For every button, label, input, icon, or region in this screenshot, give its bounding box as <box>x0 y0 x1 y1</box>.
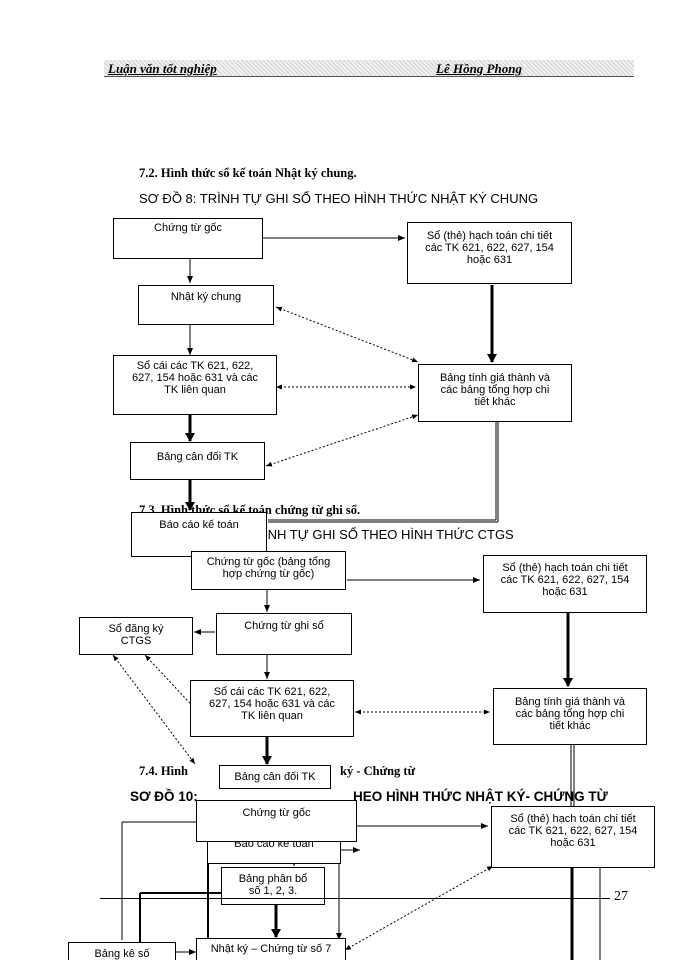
d9-so-cai-line1: Sổ cái các TK 621, 622, <box>213 686 331 698</box>
d9-bang-can-doi-label: Bảng cân đối TK <box>234 771 316 783</box>
d8-so-chi-tiet-line1: Sổ (thẻ) hạch toán chi tiết <box>426 230 553 242</box>
d10-bang-ke-label: Bảng kê số <box>94 948 150 960</box>
header-thesis-label: Luận văn tốt nghiệp <box>108 61 217 76</box>
d10-bang-phan-bo-line1: Bảng phân bổ <box>238 873 308 885</box>
diagram9-connectors <box>112 577 575 810</box>
d9-bang-tinh-line3: tiết khác <box>549 720 591 732</box>
d9-so-chi-tiet-line2: các TK 621, 622, 627, 154 <box>500 574 630 586</box>
d8-bang-tinh-line3: tiết khác <box>474 396 516 408</box>
d8-so-cai-line1: Sổ cái các TK 621, 622, <box>136 360 254 372</box>
footer-rule <box>100 898 610 899</box>
d9-bang-tinh-gia-thanh-box: Bảng tính giá thành và các bảng tổng hợp… <box>493 688 647 745</box>
d8-so-chi-tiet-box: Sổ (thẻ) hạch toán chi tiết các TK 621, … <box>407 222 572 284</box>
d8-bang-can-doi-box: Bảng cân đối TK <box>130 442 265 480</box>
d10-chung-tu-goc-label: Chứng từ gốc <box>242 807 311 819</box>
d10-bang-phan-bo-line2: số 1, 2, 3. <box>248 885 298 897</box>
d9-so-chi-tiet-line3: hoặc 631 <box>542 586 588 598</box>
d10-nhat-ky-ct7-box: Nhật ký – Chứng từ số 7 <box>196 938 346 960</box>
d8-nhat-ky-chung-label: Nhật ký chung <box>170 291 242 303</box>
d9-chung-tu-goc-line1: Chứng từ gốc (bảng tổng <box>206 556 331 568</box>
diagram10-connectors <box>121 821 601 960</box>
section-7-4-title-start: 7.4. Hình <box>139 764 188 778</box>
d10-so-chi-tiet-line2: các TK 621, 622, 627, 154 <box>508 825 638 837</box>
d9-chung-tu-ghi-so-box: Chứng từ ghi sổ <box>216 613 352 655</box>
d9-bang-tinh-line1: Bảng tính giá thành và <box>514 696 626 708</box>
d8-bao-cao-label: Báo cáo kế toán <box>159 519 239 531</box>
d8-chung-tu-goc-label: Chứng từ gốc <box>154 222 222 234</box>
diagram-8-title: SƠ ĐỒ 8: TRÌNH TỰ GHI SỔ THEO HÌNH THỨC … <box>139 191 539 206</box>
d10-so-chi-tiet-box: Sổ (thẻ) hạch toán chi tiết các TK 621, … <box>491 806 655 868</box>
d9-chung-tu-ghi-so-label: Chứng từ ghi sổ <box>244 620 324 632</box>
d9-so-chi-tiet-line1: Sổ (thẻ) hạch toán chi tiết <box>502 562 628 574</box>
d9-so-dang-ky-box: Sổ đăng ký CTGS <box>79 617 193 655</box>
d9-so-chi-tiet-box: Sổ (thẻ) hạch toán chi tiết các TK 621, … <box>483 555 647 613</box>
d8-chung-tu-goc-box: Chứng từ gốc <box>113 218 263 259</box>
d9-so-cai-box: Sổ cái các TK 621, 622, 627, 154 hoặc 63… <box>190 680 354 737</box>
page-number: 27 <box>614 889 628 904</box>
d8-bao-cao-box: Báo cáo kế toán <box>131 512 267 557</box>
d10-nhat-ky-ct7-label: Nhật ký – Chứng từ số 7 <box>210 943 332 955</box>
d8-so-cai-line2: 627, 154 hoặc 631 và các <box>132 372 258 384</box>
section-7-4-title-end: ký - Chứng từ <box>340 764 416 778</box>
d9-so-cai-line2: 627, 154 hoặc 631 và các <box>209 698 335 710</box>
section-7-2-title: 7.2. Hình thức sổ kế toán Nhật ký chung. <box>139 166 357 180</box>
d8-bang-can-doi-label: Bảng cân đối TK <box>156 451 239 463</box>
d8-nhat-ky-chung-box: Nhật ký chung <box>138 285 274 325</box>
d10-bang-ke-box: Bảng kê số <box>68 942 176 960</box>
diagram-9-title-partial: ÌNH TỰ GHI SỔ THEO HÌNH THỨC CTGS <box>264 527 514 542</box>
d9-so-dang-ky-line1: Sổ đăng ký <box>108 623 164 635</box>
d9-chung-tu-goc-line2: hợp chứng từ gốc) <box>222 568 315 580</box>
header-bar <box>104 60 634 77</box>
diagram-10-title-end: HEO HÌNH THỨC NHẬT KÝ- CHỨNG TỪ <box>353 789 608 804</box>
d8-bang-tinh-gia-thanh-box: Bảng tính giá thành và các bảng tổng hợp… <box>418 364 572 422</box>
d9-so-dang-ky-line2: CTGS <box>120 635 152 647</box>
diagram8-connectors <box>185 235 499 523</box>
d10-bang-phan-bo-box: Bảng phân bổ số 1, 2, 3. <box>221 867 325 905</box>
d9-so-cai-line3: TK liên quan <box>241 710 303 722</box>
d8-so-cai-line3: TK liên quan <box>164 384 226 396</box>
d8-so-chi-tiet-line2: các TK 621, 622, 627, 154 <box>425 242 554 254</box>
d9-bang-tinh-line2: các bảng tổng hợp chi <box>515 708 625 720</box>
d8-bang-tinh-line2: các bảng tổng hợp chi <box>440 384 550 396</box>
d9-chung-tu-goc-box: Chứng từ gốc (bảng tổng hợp chứng từ gốc… <box>191 551 346 590</box>
header-author-name: Lê Hồng Phong <box>436 61 522 76</box>
d10-so-chi-tiet-line1: Sổ (thẻ) hạch toán chi tiết <box>510 813 636 825</box>
d8-so-cai-box: Sổ cái các TK 621, 622, 627, 154 hoặc 63… <box>113 355 277 415</box>
d9-bang-can-doi-box: Bảng cân đối TK <box>219 765 331 789</box>
d10-so-chi-tiet-line3: hoặc 631 <box>550 837 596 849</box>
d8-so-chi-tiet-line3: hoặc 631 <box>466 254 513 266</box>
diagram-10-title-start: SƠ ĐỒ 10: <box>130 789 198 804</box>
d8-bang-tinh-line1: Bảng tính giá thành và <box>439 372 551 384</box>
d10-chung-tu-goc-box: Chứng từ gốc <box>196 800 357 842</box>
